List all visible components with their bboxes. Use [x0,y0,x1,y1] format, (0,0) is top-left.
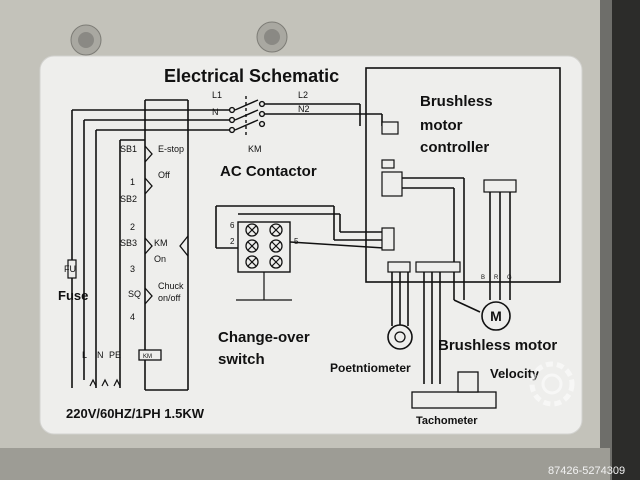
rating-label: 220V/60HZ/1PH 1.5KW [66,406,205,421]
panel-shadow [612,0,640,480]
velocity-label: Velocity [490,366,540,381]
potentiometer-icon [387,324,413,350]
plug-terminals-icon [89,378,121,387]
on-label: On [154,254,166,264]
changeover-line1: Change-over [218,329,310,346]
motor-icon: M [481,301,511,331]
node-2-label: 2 [130,222,135,232]
contactor-n2: N2 [298,104,310,114]
schematic-label [39,55,583,435]
controller-line3: controller [420,139,489,156]
motor-term-b: B [481,275,485,281]
km-coil-label: KM [143,354,152,360]
terminal-l: L [82,350,87,360]
fuse-fu: FU [64,264,76,274]
node-3-label: 3 [130,264,135,274]
chuck-onoff-label: on/off [158,293,181,303]
changeover-t5: 5 [294,237,299,246]
motor-term-r: R [494,275,499,281]
sb1-label: SB1 [120,144,137,154]
potentiometer-label: Poetntiometer [330,361,411,375]
off-label: Off [158,170,170,180]
panel-bottom [0,448,610,480]
tachometer-label: Tachometer [416,415,478,427]
screw-right-icon [256,21,288,53]
wiring [71,67,561,391]
node-1-label: 1 [130,177,135,187]
motor-symbol: M [490,308,502,324]
estop-label: E-stop [158,144,184,154]
tachometer-icon [411,371,497,409]
watermark-id: 87426-5274309 [548,465,625,477]
fuse-label: Fuse [58,288,88,303]
motor-term-g: G [507,275,512,281]
controller-line1: Brushless [420,93,493,110]
controller-line2: motor [420,117,463,134]
sq-label: SQ [128,289,141,299]
node-4-label: 4 [130,312,135,322]
contactor-switches [228,96,266,138]
terminal-pe: PE [109,350,121,360]
changeover-line2: switch [218,351,265,368]
contactor-km: KM [248,144,262,154]
contactor-n: N [212,107,219,117]
fuse-icon [67,259,77,279]
gear-watermark-icon [529,361,575,407]
sb2-label: SB2 [120,194,137,204]
motor-label: Brushless motor [438,337,557,354]
sb3-label: SB3 [120,238,137,248]
changeover-t2: 2 [230,237,235,246]
changeover-switch-block [236,221,292,301]
control-switches [138,145,189,361]
contactor-l2: L2 [298,90,308,100]
km-contact-label: KM [154,238,168,248]
changeover-t6: 6 [230,221,235,230]
controller-connectors [381,121,517,273]
terminal-n: N [97,350,104,360]
contactor-l1: L1 [212,90,222,100]
contactor-label: AC Contactor [220,163,317,180]
schematic-title: Electrical Schematic [164,66,339,86]
chuck-label: Chuck [158,281,184,291]
screw-left-icon [70,24,102,56]
